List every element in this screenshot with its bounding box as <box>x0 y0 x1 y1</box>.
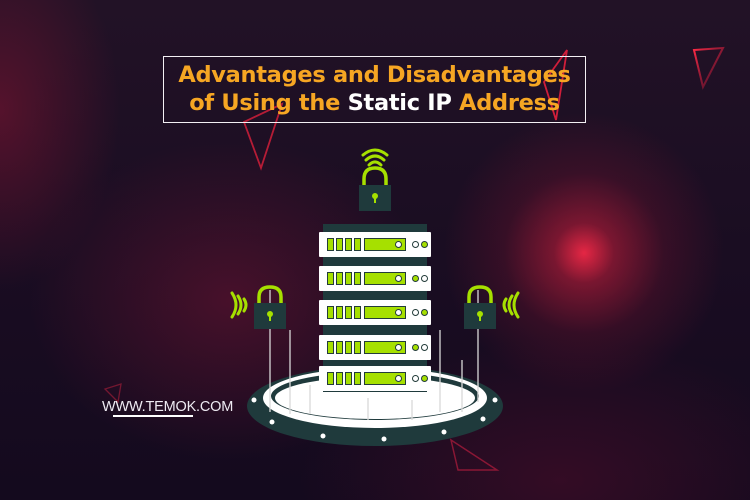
status-display <box>364 238 406 251</box>
wifi-signal-icon <box>230 291 248 319</box>
padlock-icon-left <box>230 285 286 329</box>
status-led-off <box>421 344 428 351</box>
padlock-icon-right <box>464 285 520 329</box>
drive-bay <box>336 372 343 385</box>
status-display <box>364 306 406 319</box>
status-display <box>364 372 406 385</box>
drive-bay <box>354 306 361 319</box>
drive-bay <box>354 238 361 251</box>
drive-bay <box>345 306 352 319</box>
wifi-signal-icon <box>361 148 389 167</box>
drive-bay <box>336 341 343 354</box>
status-display <box>364 341 406 354</box>
title-line-1: Advantages and Disadvantages <box>178 62 571 88</box>
drive-bay <box>327 341 334 354</box>
title-line-2: of Using the Static IP Address <box>164 89 585 117</box>
padlock-icon-top <box>359 148 391 211</box>
drive-bay <box>336 272 343 285</box>
power-dot-icon <box>395 375 402 382</box>
drive-bay <box>354 341 361 354</box>
power-dot-icon <box>395 275 402 282</box>
status-led-off <box>412 375 419 382</box>
wifi-signal-icon <box>502 291 520 319</box>
drive-bay <box>327 238 334 251</box>
status-led-off <box>412 241 419 248</box>
title-highlight: Static IP <box>347 90 452 116</box>
server-unit-1 <box>319 232 431 257</box>
status-led-on <box>412 344 419 351</box>
status-led-off <box>412 309 419 316</box>
server-unit-2 <box>319 266 431 291</box>
status-led-on <box>412 275 419 282</box>
status-led-off <box>421 275 428 282</box>
status-led-on <box>421 309 428 316</box>
title-suffix: Address <box>451 90 560 116</box>
title-box: Advantages and Disadvantages of Using th… <box>163 56 586 123</box>
drive-bay <box>327 272 334 285</box>
website-underline <box>113 415 193 417</box>
drive-bay <box>327 306 334 319</box>
drive-bay <box>345 341 352 354</box>
drive-bay <box>336 306 343 319</box>
drive-bay <box>336 238 343 251</box>
power-dot-icon <box>395 241 402 248</box>
server-unit-4 <box>319 335 431 360</box>
drive-bay <box>345 272 352 285</box>
server-unit-5 <box>319 366 431 391</box>
drive-bay <box>345 372 352 385</box>
title-prefix: of Using the <box>189 90 348 116</box>
power-dot-icon <box>395 344 402 351</box>
website-label: WWW.TEMOK.COM <box>102 399 234 415</box>
power-dot-icon <box>395 309 402 316</box>
status-display <box>364 272 406 285</box>
drive-bay <box>354 372 361 385</box>
server-unit-3 <box>319 300 431 325</box>
drive-bay <box>345 238 352 251</box>
drive-bay <box>327 372 334 385</box>
status-led-on <box>421 241 428 248</box>
drive-bay <box>354 272 361 285</box>
status-led-on <box>421 375 428 382</box>
